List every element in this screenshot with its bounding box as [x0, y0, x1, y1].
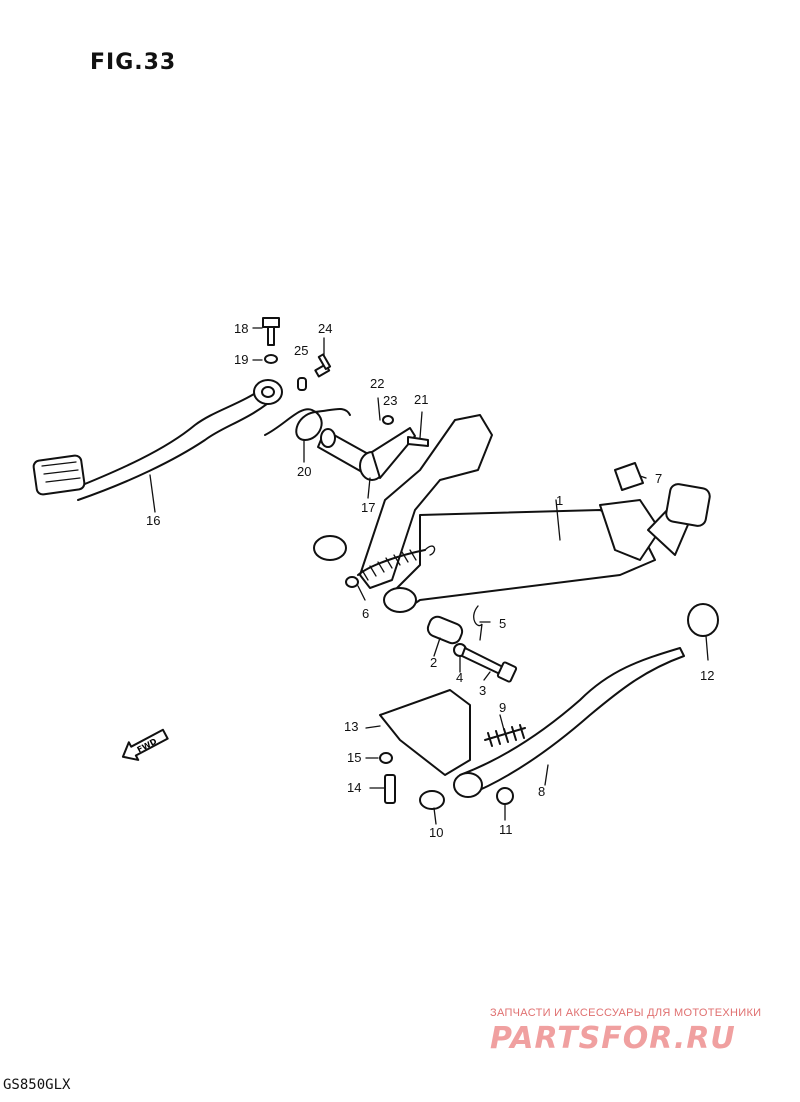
- brake-pedal-part-16: [32, 379, 283, 501]
- callout-13: 13: [344, 719, 359, 734]
- callout-10: 10: [429, 825, 444, 840]
- pin-part-21: [407, 436, 429, 447]
- bolt-part-14: [384, 774, 396, 804]
- clip-part-5: [473, 605, 483, 641]
- callout-1: 1: [556, 493, 564, 508]
- callout-3: 3: [479, 683, 487, 698]
- leader-lines: [149, 327, 709, 825]
- bolt-part-3: [461, 647, 518, 683]
- pin-part-25: [297, 377, 307, 391]
- callout-12: 12: [700, 668, 715, 683]
- callout-11: 11: [499, 822, 513, 837]
- spring-part-9: [484, 724, 526, 747]
- callout-9: 9: [499, 700, 507, 715]
- callout-2: 2: [430, 655, 438, 670]
- figure-title: FIG.33: [90, 50, 177, 75]
- spring-part-20: [264, 408, 351, 441]
- callout-23: 23: [383, 393, 398, 408]
- callout-15: 15: [347, 750, 362, 765]
- callout-24: 24: [318, 321, 333, 336]
- washer-part-15: [379, 752, 393, 764]
- callout-18: 18: [234, 321, 249, 336]
- spring-part-6: [345, 545, 436, 588]
- nut-part-11: [496, 787, 514, 805]
- callout-22: 22: [370, 376, 385, 391]
- washer-part-23: [382, 415, 394, 425]
- callout-17: 17: [361, 500, 376, 515]
- washer-part-19: [264, 354, 278, 364]
- callout-16: 16: [146, 513, 161, 528]
- callout-14: 14: [347, 780, 362, 795]
- cotter-pin-part-22: [377, 397, 381, 421]
- callout-25: 25: [294, 343, 309, 358]
- bolt-part-18: [262, 317, 280, 346]
- callout-6: 6: [362, 606, 370, 621]
- watermark-logo: PARTSFOR.RU: [490, 1021, 736, 1056]
- callout-5: 5: [499, 616, 507, 631]
- forward-direction-arrow: FWD: [121, 728, 169, 761]
- callout-21: 21: [414, 392, 429, 407]
- callout-20: 20: [297, 464, 312, 479]
- watermark-tagline: ЗАПЧАСТИ И АКСЕССУАРЫ ДЛЯ МОТОТЕХНИКИ: [490, 1007, 762, 1019]
- bracket-part-13: [379, 689, 471, 776]
- callout-7: 7: [655, 471, 663, 486]
- stopper-part-7: [614, 462, 644, 491]
- pivot-shaft-part-17: [317, 427, 416, 481]
- center-stand-part-1: [313, 414, 711, 613]
- collar-part-2: [426, 615, 464, 645]
- model-code: GS850GLX: [3, 1077, 71, 1093]
- bolt-part-24: [314, 353, 332, 378]
- bolt-part-10: [419, 790, 445, 810]
- cap-part-12: [687, 603, 719, 637]
- callout-19: 19: [234, 352, 249, 367]
- callout-4: 4: [456, 670, 464, 685]
- callout-8: 8: [538, 784, 546, 799]
- side-stand-part-8: [453, 647, 685, 798]
